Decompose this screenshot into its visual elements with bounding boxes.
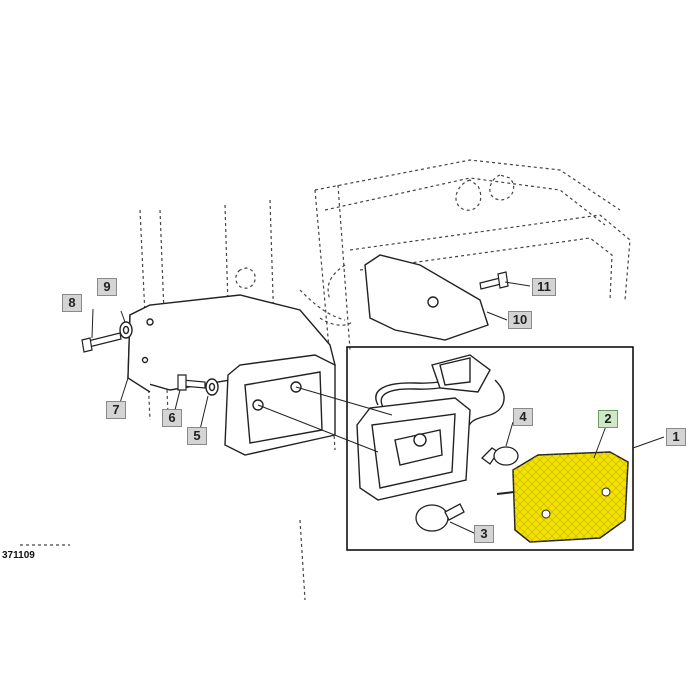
callout-8[interactable]: 8 [62, 294, 82, 312]
lamp-housing-detail[interactable] [356, 397, 471, 501]
callout-11[interactable]: 11 [532, 278, 556, 296]
callout-10[interactable]: 10 [508, 311, 532, 329]
callout-3[interactable]: 3 [474, 525, 494, 543]
bulb-3[interactable] [415, 503, 465, 532]
callout-4[interactable]: 4 [513, 408, 533, 426]
lamp-rear-housing[interactable] [224, 354, 336, 456]
washer-5[interactable] [205, 378, 219, 396]
screw-8[interactable] [81, 332, 122, 353]
screw-6[interactable] [177, 374, 206, 391]
callout-5[interactable]: 5 [187, 427, 207, 445]
screw-11[interactable] [479, 271, 509, 290]
callout-7[interactable]: 7 [106, 401, 126, 419]
connector-plug[interactable] [431, 354, 491, 393]
mounting-plate[interactable] [364, 254, 489, 341]
detail-frame [346, 346, 634, 551]
callout-2[interactable]: 2 [598, 410, 618, 428]
washer-9[interactable] [119, 321, 133, 339]
lens-cover[interactable] [496, 451, 629, 543]
bulb-4[interactable] [481, 446, 519, 466]
callout-1[interactable]: 1 [666, 428, 686, 446]
figure-reference-id: 371109 [2, 550, 35, 561]
callout-6[interactable]: 6 [162, 409, 182, 427]
callout-9[interactable]: 9 [97, 278, 117, 296]
